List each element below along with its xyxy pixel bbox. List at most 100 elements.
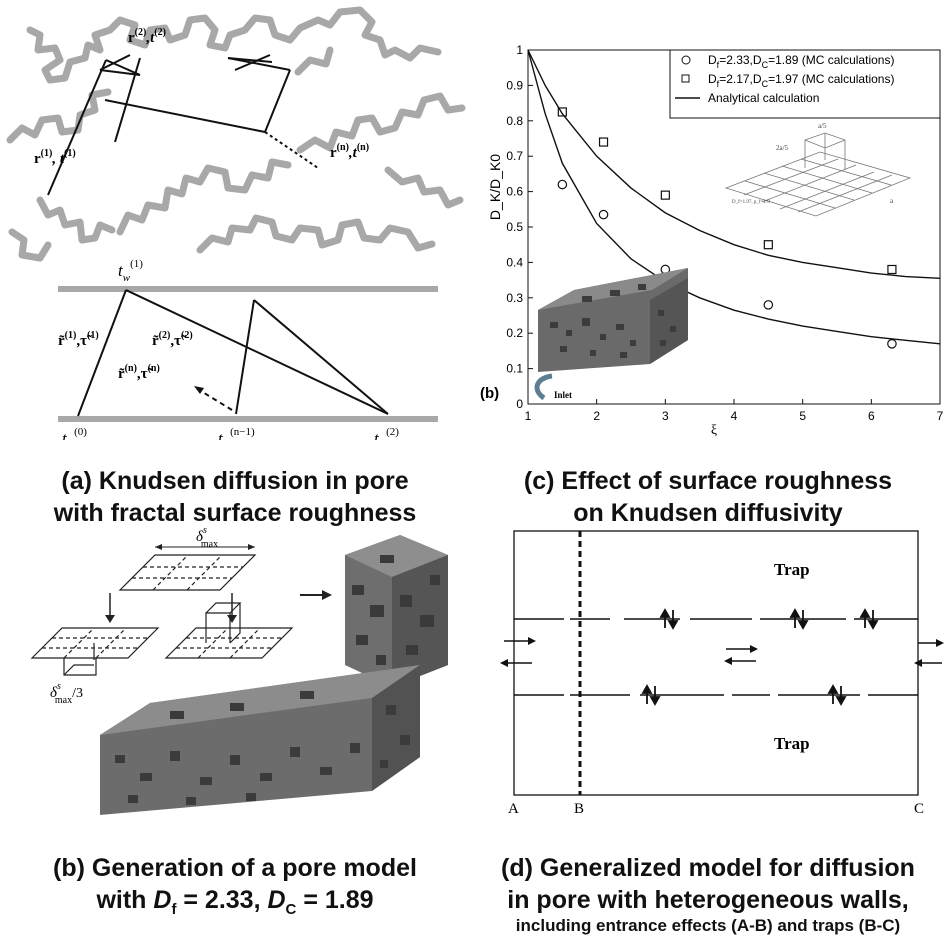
pore-box	[513, 530, 919, 796]
label-b: B	[574, 801, 584, 817]
mc-point-circle	[557, 179, 568, 190]
chart-legend: Df=2.33,DC=1.89 (MC calculations) Df=2.17…	[669, 49, 941, 119]
label-t2: ,t	[145, 30, 155, 46]
label-twn1: t	[218, 429, 224, 440]
label-t1-sup: (1)	[64, 148, 76, 159]
y-tick-label: 0.4	[506, 255, 523, 269]
label-tn: ,t	[348, 145, 358, 161]
label-a: A	[508, 801, 519, 817]
caption-a: (a) Knudsen diffusion in pore with fract…	[0, 465, 470, 529]
inset-label-formula: D_f=1.97, p_f=1/9	[732, 200, 770, 205]
chart-series	[527, 49, 941, 349]
delta-top-sup: s	[203, 525, 207, 536]
legend-label: Df=2.33,DC=1.89 (MC calculations)	[708, 53, 894, 70]
label-t2-sup: (2)	[154, 27, 166, 38]
inset-label-top: a/5	[818, 122, 827, 130]
svg-text:tw(0): tw(0)	[62, 426, 87, 440]
inlet-arrow-icon	[534, 373, 553, 401]
up-arrow-icon	[641, 684, 653, 704]
up-arrow-icon	[859, 608, 871, 628]
caption-c: (c) Effect of surface roughness on Knuds…	[470, 465, 946, 529]
label-r2: r	[128, 30, 135, 46]
legend-label: Df=2.17,DC=1.97 (MC calculations)	[708, 72, 894, 89]
panel-c-letter: (b)	[480, 385, 499, 402]
legend-marker-circle	[681, 55, 691, 65]
caption-b-df: D	[153, 886, 172, 914]
y-tick-label: 0.1	[506, 362, 523, 376]
mc-point-square	[660, 190, 670, 200]
analytical-curve	[527, 49, 941, 280]
svg-text:r(n),t(n): r(n),t(n)	[330, 142, 369, 161]
caption-b-df-sub: f	[171, 901, 177, 918]
label-tw2: t	[374, 429, 380, 440]
caption-b-prefix: with	[96, 886, 154, 914]
delta-top-sub: max	[201, 539, 218, 550]
label-tw0-sup: (0)	[74, 426, 87, 438]
up-arrow-icon	[827, 684, 839, 704]
trap-boundaries	[514, 618, 918, 696]
y-tick-label: 0.6	[506, 185, 523, 199]
caption-d-line1: (d) Generalized model for diffusion	[501, 854, 915, 882]
label-tw1: t	[118, 261, 124, 280]
y-tick-label: 1	[516, 43, 523, 57]
label-rt2-tsup: (2)	[181, 330, 193, 341]
mc-point-square	[887, 264, 897, 275]
svg-text:r(1), t(1): r(1), t(1)	[34, 148, 76, 167]
legend-marker-square	[681, 74, 690, 83]
caption-b: (b) Generation of a pore model with Df =…	[0, 852, 470, 926]
inset-label-left: 2a/5	[776, 144, 789, 152]
inset-grid-drawing	[724, 132, 912, 217]
label-tw1-sup: (1)	[130, 258, 143, 270]
x-axis-label: ξ	[711, 423, 717, 438]
flow-arrows	[500, 637, 944, 667]
y-tick-label: 0.9	[506, 78, 523, 92]
label-rt2-sup: (2)	[159, 330, 171, 341]
x-tick-label: 3	[662, 409, 669, 423]
x-tick-label: 5	[799, 409, 806, 423]
exchange-arrows	[641, 608, 879, 706]
trap-top-label: Trap	[774, 560, 810, 579]
y-axis-label: D_K/D_K0	[487, 154, 503, 220]
caption-c-line2: on Knudsen diffusivity	[573, 499, 843, 527]
legend-box	[669, 49, 941, 119]
down-arrow-icon	[667, 610, 679, 630]
analytical-curve	[527, 49, 941, 345]
mc-point-square	[763, 240, 773, 250]
mc-point-circle	[763, 300, 774, 310]
mc-point-circle	[598, 209, 609, 220]
x-tick-label: 4	[731, 409, 738, 423]
delta-bottom-sub: max	[55, 695, 72, 706]
caption-b-dc: D	[267, 886, 286, 914]
caption-b-dc-sub: C	[285, 901, 297, 918]
label-rt1-tsup: (1)	[87, 330, 99, 341]
y-tick-label: 0.3	[506, 291, 523, 305]
label-r1: r	[34, 151, 41, 167]
y-tick-label: 0.8	[506, 114, 523, 128]
label-tw1-sub: w	[123, 272, 131, 284]
trajectory-top	[47, 54, 291, 196]
caption-b-line2: with Df = 2.33, DC = 1.89	[0, 884, 470, 926]
svg-text:r(2),t(2): r(2),t(2)	[128, 27, 166, 46]
inlet-label: Inlet	[554, 390, 572, 400]
caption-d: (d) Generalized model for diffusion in p…	[470, 852, 946, 936]
pore-model-inset	[538, 268, 688, 372]
label-rtn-tsup: (n)	[148, 363, 160, 374]
down-arrow-icon	[797, 610, 809, 630]
svg-text:tw(1): tw (1)	[118, 258, 143, 284]
y-tick-label: 0.5	[506, 220, 523, 234]
label-twn1-sup: (n−1)	[230, 426, 255, 438]
y-tick-label: 0.2	[506, 326, 523, 340]
panel-a-diagram: r(2),t(2) r(1), t(1) r(n),t(n) tw(1) tw(…	[6, 6, 466, 440]
caption-d-line3: including entrance effects (A-B) and tra…	[515, 916, 901, 935]
label-rt1-sup: (1)	[65, 330, 77, 341]
legend-label: Analytical calculation	[708, 91, 819, 105]
fractal-cube	[345, 535, 448, 687]
up-arrow-icon	[789, 608, 801, 628]
delta-bottom-sup: s	[57, 681, 61, 692]
down-arrow-icon	[867, 610, 879, 630]
svg-text:tw(2): tw(2)	[374, 426, 399, 440]
